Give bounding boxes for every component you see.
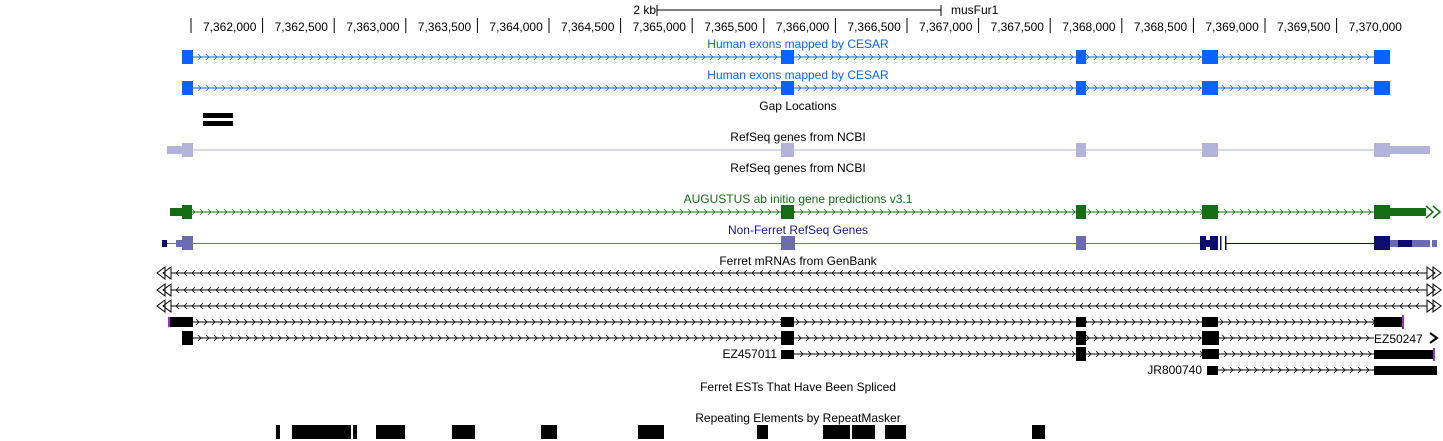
mrna-label-ez457011: EZ457011 — [723, 347, 778, 361]
mrna-line-3[interactable] — [156, 299, 1442, 313]
ruler-tick-label: 7,365,500 — [704, 20, 758, 34]
scale-bar-label: 2 kb — [633, 3, 656, 17]
mrna-label-jr800740: JR800740 — [1147, 363, 1202, 377]
mrna-transcript-1[interactable] — [168, 315, 1404, 329]
mrna-transcript-2[interactable]: EZ50247 — [182, 331, 1439, 346]
augustus-gene[interactable] — [170, 205, 1442, 219]
repeats-track-title[interactable]: Repeating Elements by RepeatMasker — [695, 411, 900, 425]
ruler-tick-label: 7,368,500 — [1134, 20, 1188, 34]
cesar-track-title-1[interactable]: Human exons mapped by CESAR — [707, 37, 889, 51]
ruler-ticks: 7,362,000 7,362,500 7,363,000 7,363,500 7,36… — [190, 18, 1403, 34]
ruler-tick-label: 7,363,000 — [346, 20, 400, 34]
ruler-tick-label: 7,366,000 — [776, 20, 830, 34]
exon — [1076, 50, 1086, 64]
exon — [1374, 50, 1390, 64]
ruler-tick-label: 7,369,000 — [1205, 20, 1259, 34]
mrna-track-title[interactable]: Ferret mRNAs from GenBank — [719, 254, 877, 268]
ruler-tick-label: 7,369,500 — [1277, 20, 1331, 34]
gap-feature[interactable] — [203, 113, 233, 126]
mrna-transcript-4[interactable]: JR800740 — [1147, 363, 1437, 377]
ruler-tick-label: 7,367,500 — [991, 20, 1045, 34]
exon — [781, 81, 794, 95]
ruler-tick-label: 7,363,500 — [418, 20, 472, 34]
cesar-gene-1[interactable] — [182, 50, 1390, 64]
cesar-track-title-2[interactable]: Human exons mapped by CESAR — [707, 68, 889, 82]
nonferret-track-title[interactable]: Non-Ferret RefSeq Genes — [728, 223, 868, 237]
mrna-line-1[interactable] — [156, 266, 1442, 280]
ruler-tick-label: 7,365,000 — [633, 20, 687, 34]
augustus-track-title[interactable]: AUGUSTUS ab initio gene predictions v3.1 — [684, 192, 913, 206]
refseq-gene[interactable] — [167, 143, 1430, 157]
ruler-tick-label: 7,370,000 — [1349, 20, 1403, 34]
mrna-line-2[interactable] — [156, 283, 1442, 297]
ruler-tick-label: 7,366,500 — [847, 20, 901, 34]
ruler: 2 kb musFur1 7,362,000 7,362,500 7,363,000… — [190, 3, 1403, 34]
exon — [182, 50, 193, 64]
gap-track-title[interactable]: Gap Locations — [759, 99, 836, 113]
refseq-track-title-1[interactable]: RefSeq genes from NCBI — [730, 130, 865, 144]
ruler-tick-label: 7,362,500 — [275, 20, 329, 34]
ruler-tick-label: 7,362,000 — [203, 20, 257, 34]
exon — [182, 81, 193, 95]
repeat-elements[interactable] — [276, 425, 1045, 439]
cesar-gene-2[interactable] — [182, 81, 1390, 95]
exon — [781, 50, 794, 64]
ruler-tick-label: 7,367,000 — [919, 20, 973, 34]
ruler-tick-label: 7,368,000 — [1062, 20, 1116, 34]
mrna-transcript-3[interactable]: EZ457011 — [723, 347, 1436, 361]
exon — [1202, 50, 1218, 64]
exon — [1076, 81, 1086, 95]
ruler-tick-label: 7,364,000 — [489, 20, 543, 34]
assembly-label: musFur1 — [951, 3, 999, 17]
ests-track-title[interactable]: Ferret ESTs That Have Been Spliced — [700, 380, 896, 394]
refseq-track-title-2[interactable]: RefSeq genes from NCBI — [730, 161, 865, 175]
exon — [1374, 81, 1390, 95]
ruler-tick-label: 7,364,500 — [561, 20, 615, 34]
exon — [1202, 81, 1218, 95]
mrna-label-ez50247: EZ50247 — [1374, 332, 1423, 346]
nonferret-refseq-gene[interactable] — [162, 236, 1437, 250]
